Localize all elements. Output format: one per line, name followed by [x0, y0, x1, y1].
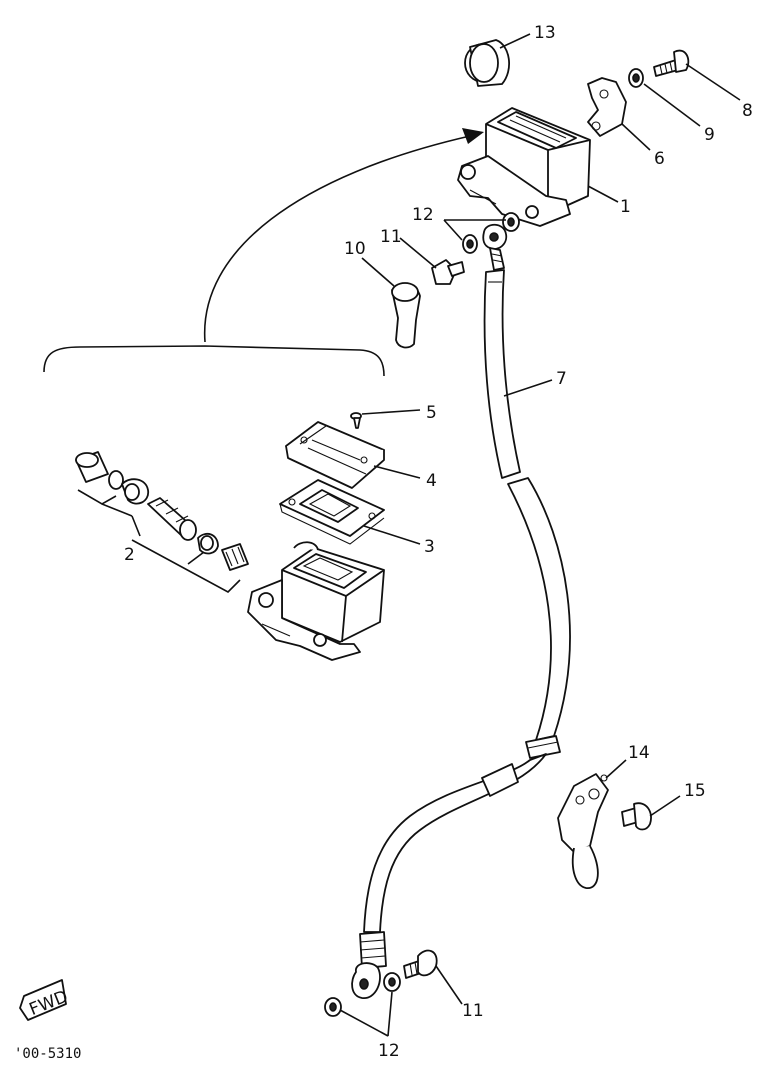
assembly-reference-arrow — [203, 128, 484, 343]
screw-part-5 — [350, 412, 362, 429]
brake-hose-part-7 — [351, 223, 571, 999]
reservoir-cover-part-4 — [285, 421, 385, 489]
screw-part-8 — [653, 49, 690, 77]
label-part-14: 14 — [628, 743, 650, 763]
label-part-13: 13 — [534, 23, 556, 43]
label-part-3: 3 — [424, 537, 435, 557]
holder-part-6 — [587, 77, 627, 137]
cap-part-13 — [464, 39, 510, 87]
washer-part-12-bottom — [324, 972, 401, 1017]
label-part-7: 7 — [556, 369, 567, 389]
exploded-view-bracket — [43, 345, 385, 377]
label-part-12-top: 12 — [412, 205, 434, 225]
label-part-5: 5 — [426, 403, 437, 423]
label-part-11-top: 11 — [380, 227, 402, 247]
label-part-15: 15 — [684, 781, 706, 801]
boot-part-10 — [391, 282, 421, 349]
diagram-code: '00-5310 — [14, 1046, 81, 1062]
leader-lines — [339, 33, 741, 1037]
label-part-12-bottom: 12 — [378, 1041, 400, 1061]
label-part-1: 1 — [620, 197, 631, 217]
piston-kit-part-2 — [75, 451, 249, 593]
washer-part-12-top — [462, 212, 520, 254]
label-part-4: 4 — [426, 471, 437, 491]
part-number-labels: 13 8 9 6 1 12 11 10 7 5 4 3 2 14 15 11 1… — [124, 23, 753, 1061]
bolt-part-11-bottom — [403, 949, 438, 979]
label-part-8: 8 — [742, 101, 753, 121]
bolt-part-11-top — [431, 259, 465, 285]
master-cylinder-body-exploded — [247, 541, 385, 661]
hose-guide-part-14 — [557, 773, 609, 889]
label-part-11-bottom: 11 — [462, 1001, 484, 1021]
label-part-2: 2 — [124, 545, 135, 565]
label-part-6: 6 — [654, 149, 665, 169]
washer-part-9 — [628, 68, 644, 88]
diaphragm-part-3 — [279, 479, 385, 545]
bolt-part-15 — [621, 802, 652, 831]
fwd-direction-marker: FWD — [19, 979, 71, 1021]
label-part-10: 10 — [344, 239, 366, 259]
master-cylinder-part-1 — [457, 107, 591, 227]
label-part-9: 9 — [704, 125, 715, 145]
